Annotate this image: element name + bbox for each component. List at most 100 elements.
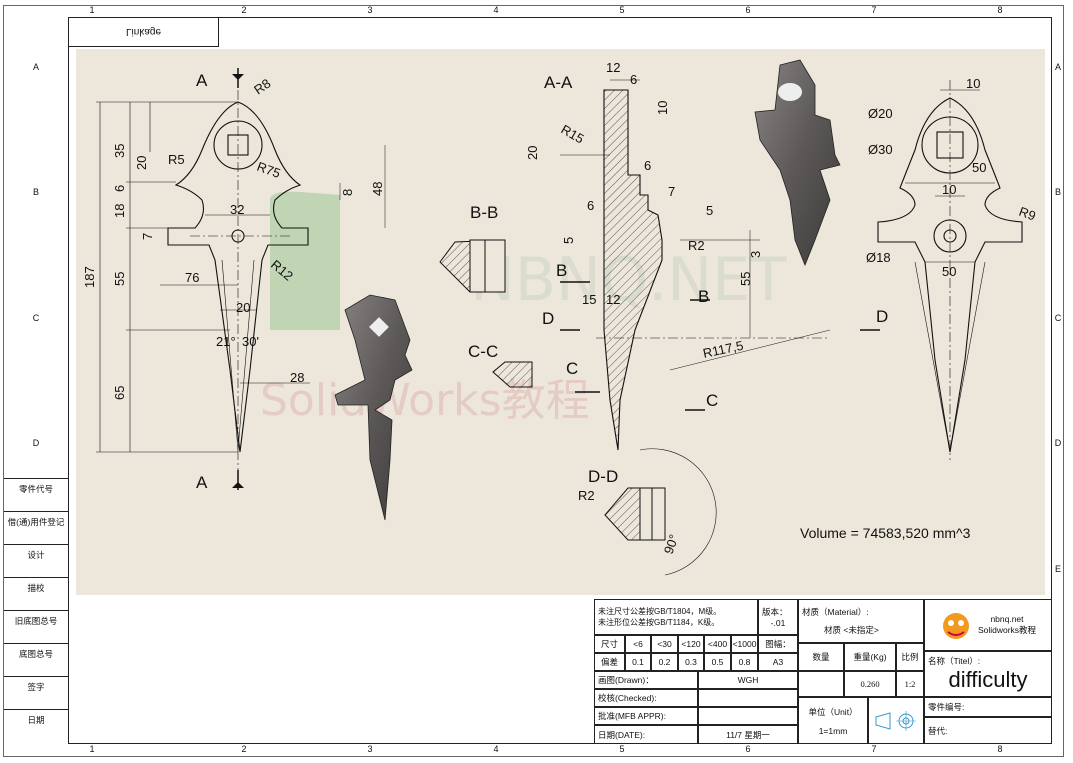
tol-3: 0.5 [704, 653, 731, 671]
version-cell: 版本： -.01 [758, 599, 798, 635]
dim-aa-r117: R117,5 [702, 338, 745, 361]
dim-76: 76 [185, 270, 199, 285]
dim-side-d20: Ø20 [868, 106, 893, 121]
section-cc-title: C-C [468, 342, 498, 361]
side-view-labels: 10 Ø20 Ø30 50 10 R9 Ø18 50 [866, 76, 1038, 279]
dim-side-50b: 50 [942, 264, 956, 279]
zone-row-b: B [1054, 187, 1061, 197]
name-cell: 名称（Titel）: difficulty [924, 651, 1052, 697]
section-aa [560, 79, 880, 451]
date-label: 日期(DATE): [594, 725, 698, 744]
qty-value [798, 671, 844, 697]
dim-dd-r2: R2 [578, 488, 595, 503]
dim-20b: 20 [236, 300, 250, 315]
dim-aa-55: 55 [738, 272, 753, 286]
watermark-text: SolidWorks教程 [260, 375, 590, 426]
section-dd: D-D R2 90° [578, 448, 717, 576]
scale-label: 比例 [896, 643, 924, 671]
dim-aa-d20: 20 [525, 146, 540, 160]
size-label: 尺寸 [594, 635, 625, 653]
section-aa-labels: A-A 12 6 10 R15 20 6 7 6 5 5 R2 3 55 15 … [525, 60, 888, 410]
checked-value [698, 689, 798, 707]
dim-aa-6c: 6 [587, 198, 594, 213]
dim-side-d30: Ø30 [868, 142, 893, 157]
dim-side-10: 10 [966, 76, 980, 91]
section-dd-title: D-D [588, 467, 618, 486]
dim-aa-7: 7 [668, 184, 675, 199]
zone-col-2: 2 [241, 744, 247, 754]
dim-32: 32 [230, 202, 244, 217]
weight-value: 0.260 [844, 671, 896, 697]
zone-row-c: C [32, 313, 40, 323]
cut-marker-c-right: C [706, 391, 718, 410]
checked-label: 校核(Checked): [594, 689, 698, 707]
approval-value [698, 707, 798, 725]
part-name: difficulty [948, 667, 1028, 692]
dim-6: 6 [112, 185, 127, 192]
drawn-value: WGH [698, 671, 798, 689]
iso-view-right [754, 59, 841, 267]
dim-8: 8 [340, 189, 355, 196]
size-0: <6 [625, 635, 651, 653]
dim-aa-6: 6 [630, 72, 637, 87]
zone-col-7: 7 [871, 744, 877, 754]
dim-65: 65 [112, 386, 127, 400]
dim-28: 28 [290, 370, 304, 385]
unit-cell: 单位（Unit） 1=1mm [798, 697, 868, 744]
cut-marker-b-left: B [556, 261, 567, 280]
size-2: <120 [678, 635, 704, 653]
tol-4: 0.8 [731, 653, 758, 671]
dim-side-10b: 10 [942, 182, 956, 197]
dim-aa-3: 3 [748, 251, 763, 258]
outer-frame [3, 5, 1064, 757]
logo-icon [942, 613, 969, 639]
section-bb: B-B [439, 203, 506, 293]
zone-row-a: A [1054, 62, 1061, 72]
zone-col-8: 8 [997, 5, 1003, 15]
left-register-block: 零件代号 借(通)用件登记 设计 描校 旧底图总号 底图总号 签字 日期 [4, 478, 68, 744]
logo: nbnq.net Solidworks教程 [940, 610, 1036, 640]
dim-r75: R75 [255, 159, 283, 181]
old-base-no-cell: 旧底图总号 [4, 610, 68, 643]
base-no-cell: 底图总号 [4, 643, 68, 676]
dim-187: 187 [82, 266, 97, 288]
side-view [877, 80, 1023, 460]
replace-label: 替代: [924, 717, 1052, 744]
dim-18: 18 [112, 204, 127, 218]
inner-frame [68, 17, 1052, 744]
zone-row-d: D [32, 438, 40, 448]
dim-aa-12: 12 [606, 60, 620, 75]
zone-col-5: 5 [619, 744, 625, 754]
dim-35: 35 [112, 144, 127, 158]
section-cc: C-C [468, 342, 533, 388]
size-4: <1000 [731, 635, 758, 653]
dim-side-r9: R9 [1017, 204, 1038, 224]
zone-row-e: E [1054, 564, 1061, 574]
weight-label: 重量(Kg) [844, 643, 896, 671]
zone-col-3: 3 [367, 5, 373, 15]
zone-col-1: 1 [89, 744, 95, 754]
dim-side-d18: Ø18 [866, 250, 891, 265]
dim-aa-5: 5 [706, 203, 713, 218]
tol-1: 0.2 [651, 653, 678, 671]
size-3: <400 [704, 635, 731, 653]
dim-aa-10: 10 [655, 101, 670, 115]
zone-row-d: D [1054, 438, 1062, 448]
cut-marker-d-right: D [876, 307, 888, 326]
dim-aa-6b: 6 [644, 158, 651, 173]
front-view [96, 68, 386, 490]
zone-col-8: 8 [997, 744, 1003, 754]
logo-cell: nbnq.net Solidworks教程 [924, 599, 1052, 651]
projection-symbol [868, 697, 924, 744]
dim-angle-deg: 21° [216, 334, 236, 349]
zone-col-6: 6 [745, 744, 751, 754]
dim-r5: R5 [168, 152, 185, 167]
size-1: <30 [651, 635, 678, 653]
dim-aa-15: 15 [582, 292, 596, 307]
title-block: 未注尺寸公差按GB/T1804，M级。 未注形位公差按GB/T1184，K级。 … [594, 599, 1052, 744]
material-cell: 材质（Material）: 材质 <未指定> [798, 599, 924, 643]
section-bb-title: B-B [470, 203, 498, 222]
zone-row-c: C [1054, 313, 1062, 323]
